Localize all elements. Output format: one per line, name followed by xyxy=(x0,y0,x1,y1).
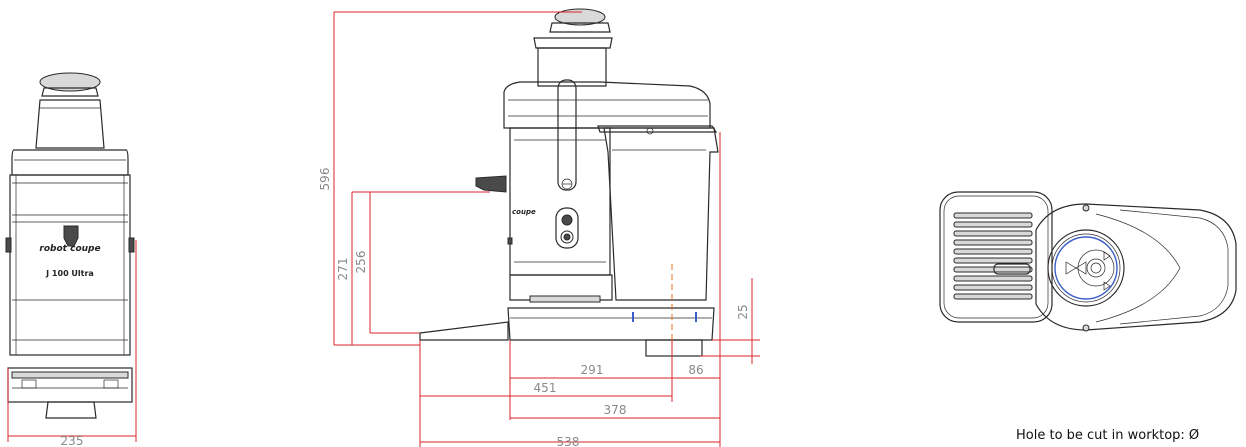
front-shoulder xyxy=(11,149,129,176)
top-vent-slots xyxy=(953,212,1033,300)
front-body xyxy=(9,174,131,356)
side-base xyxy=(507,307,715,341)
side-arm xyxy=(557,79,577,191)
front-foot xyxy=(45,401,97,419)
top-lock-icon xyxy=(1065,261,1087,275)
dim-235: 235 xyxy=(61,434,84,447)
dim-378: 378 xyxy=(604,403,627,417)
top-view xyxy=(939,191,1237,332)
top-lid-circle xyxy=(1047,229,1125,307)
side-pulp-bin xyxy=(603,127,719,301)
top-handle xyxy=(993,263,1031,275)
side-spout-icon xyxy=(475,175,507,193)
side-front-lip xyxy=(419,321,509,341)
front-spout-icon xyxy=(63,225,79,247)
dim-25: 25 xyxy=(736,304,750,319)
dim-86: 86 xyxy=(688,363,703,377)
front-view: robot coupe J 100 Ultra 235 xyxy=(5,72,137,447)
dim-538: 538 xyxy=(557,435,580,447)
dim-256: 256 xyxy=(354,251,368,274)
side-start-button-icon xyxy=(561,214,573,226)
top-vent-block xyxy=(939,191,1053,323)
top-main-body xyxy=(1035,203,1237,331)
side-chute xyxy=(537,47,607,87)
front-right-knob xyxy=(128,237,135,253)
dim-596: 596 xyxy=(318,168,332,191)
dim-291: 291 xyxy=(581,363,604,377)
side-view: coupe 596 xyxy=(318,8,760,447)
side-foot xyxy=(645,339,703,357)
side-control-panel xyxy=(555,207,579,249)
front-lid-icon xyxy=(39,72,101,92)
dim-451: 451 xyxy=(534,381,557,395)
front-lid-rim xyxy=(41,87,99,97)
side-upper-body xyxy=(503,81,711,129)
side-main-body xyxy=(509,127,611,276)
front-chute xyxy=(35,99,105,149)
front-model-label: J 100 Ultra xyxy=(45,269,94,278)
side-lid-icon xyxy=(554,8,606,26)
side-brand-label: coupe xyxy=(512,208,536,216)
front-brand-label: robot coupe xyxy=(39,244,100,254)
dim-271: 271 xyxy=(336,258,350,281)
worktop-hole-note: Hole to be cut in worktop: Ø xyxy=(1016,428,1200,443)
front-left-knob xyxy=(5,237,12,253)
